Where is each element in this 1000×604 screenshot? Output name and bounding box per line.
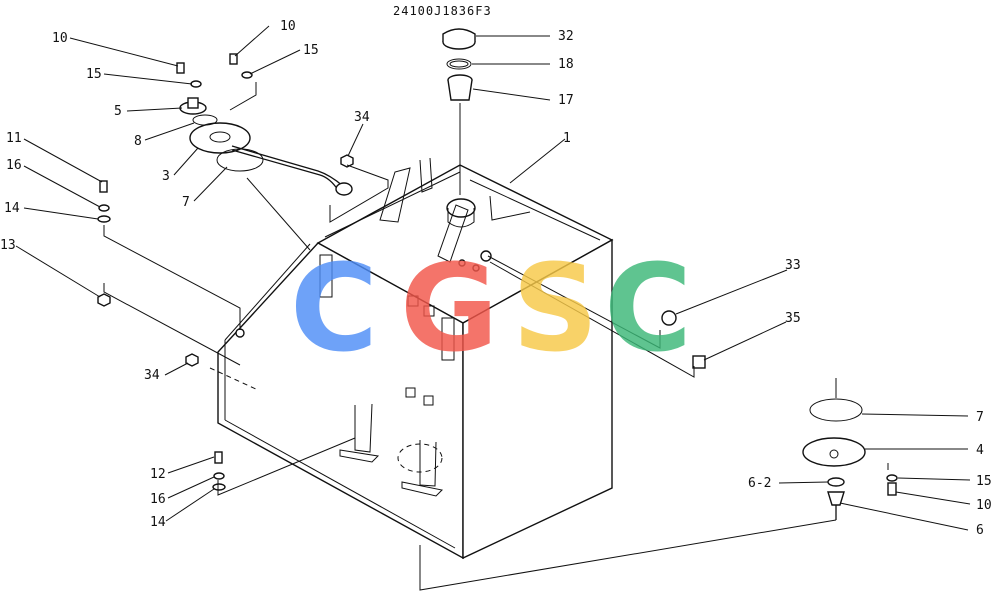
watermark-letter-c1: C <box>290 240 378 379</box>
label-14a: 14 <box>4 201 20 216</box>
label-34b: 34 <box>144 368 160 383</box>
flange-assembly <box>97 53 354 367</box>
label-12: 12 <box>150 467 166 482</box>
label-6: 6 <box>976 523 984 538</box>
watermark-letter-g: G <box>400 240 499 379</box>
label-15c: 15 <box>976 474 992 489</box>
label-5: 5 <box>114 104 122 119</box>
label-11: 11 <box>6 131 22 146</box>
label-16a: 16 <box>6 158 22 173</box>
label-7a: 7 <box>182 195 190 210</box>
label-16b: 16 <box>150 492 166 507</box>
cgsc-watermark: C G S C <box>290 240 692 379</box>
label-10a: 10 <box>52 31 68 46</box>
label-33: 33 <box>785 258 801 273</box>
label-4: 4 <box>976 443 984 458</box>
watermark-letter-c2: C <box>604 240 692 379</box>
lower-bolts <box>212 451 226 491</box>
watermark-letter-s: S <box>512 240 598 379</box>
part-labels: 10 10 15 15 5 8 3 7 11 16 14 13 34 34 32… <box>0 19 992 538</box>
fuel-tank-body <box>217 157 614 560</box>
label-18: 18 <box>558 57 574 72</box>
label-6-2: 6-2 <box>748 476 771 491</box>
label-13: 13 <box>0 238 16 253</box>
label-35: 35 <box>785 311 801 326</box>
label-34a: 34 <box>354 110 370 125</box>
label-8: 8 <box>134 134 142 149</box>
assembly-lines <box>103 82 889 591</box>
label-3: 3 <box>162 169 170 184</box>
filler-parts <box>442 28 476 195</box>
label-7b: 7 <box>976 410 984 425</box>
label-32: 32 <box>558 29 574 44</box>
label-15a: 15 <box>86 67 102 82</box>
label-10b: 10 <box>280 19 296 34</box>
drawing-code: 24100J1836F3 <box>393 4 492 18</box>
label-10c: 10 <box>976 498 992 513</box>
label-17: 17 <box>558 93 574 108</box>
drain-assembly <box>661 310 898 520</box>
leader-lines <box>15 25 971 531</box>
label-14b: 14 <box>150 515 166 530</box>
label-1: 1 <box>563 131 571 146</box>
label-15b: 15 <box>303 43 319 58</box>
